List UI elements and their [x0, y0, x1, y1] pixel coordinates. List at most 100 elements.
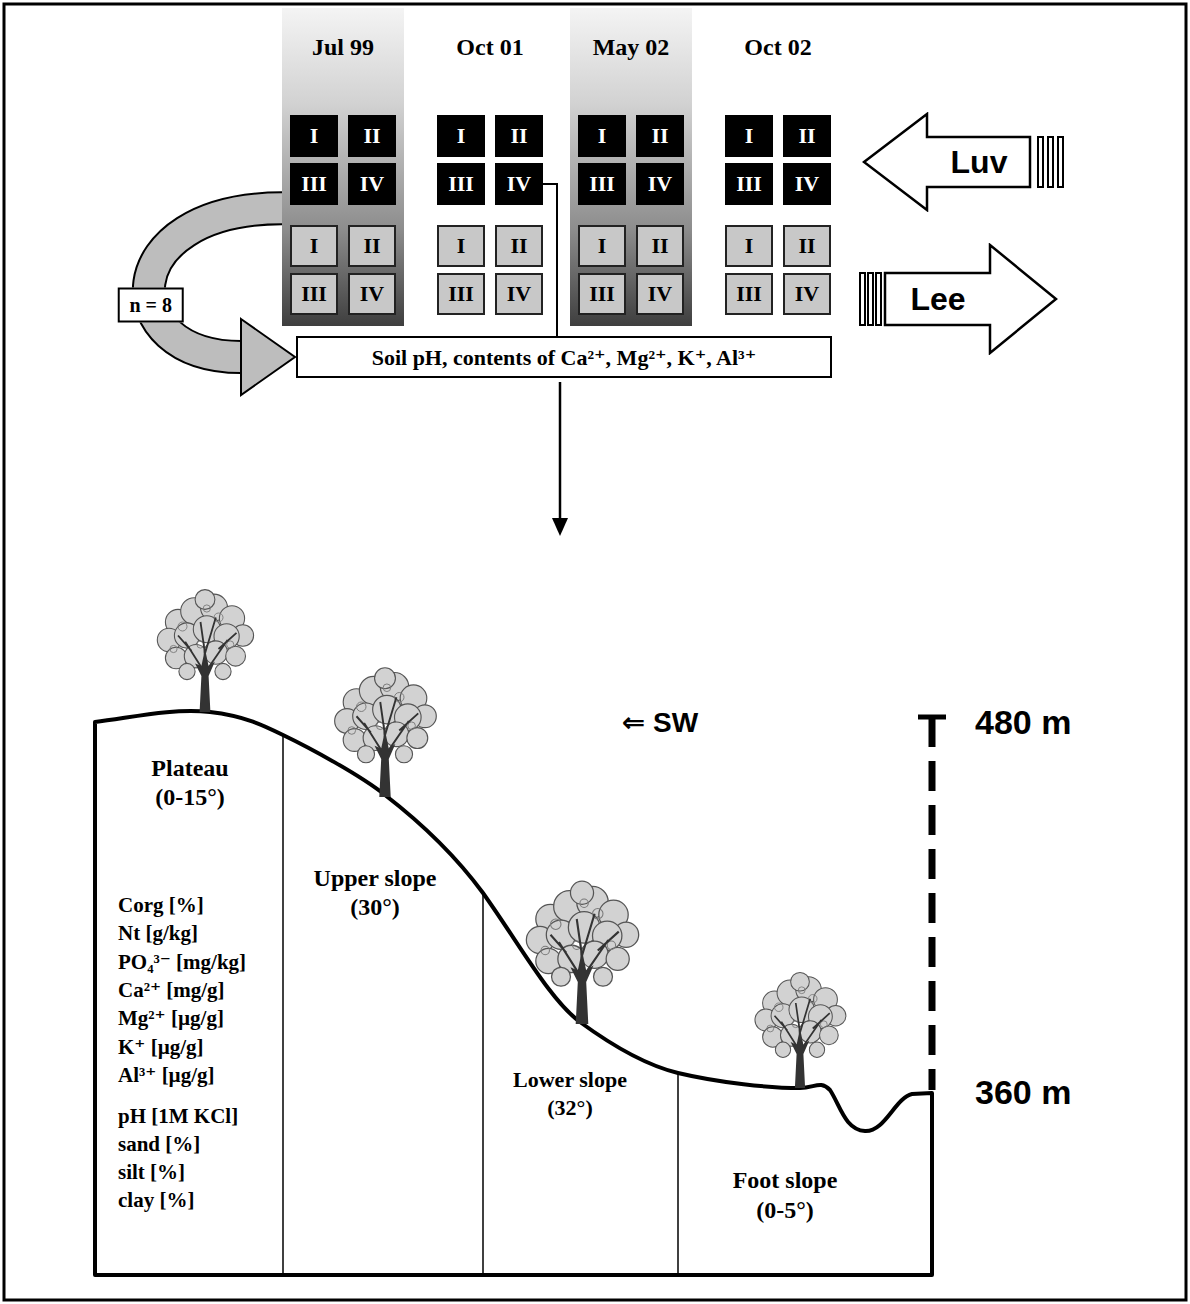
- leeward-plot-box: IV: [636, 273, 684, 315]
- parameter-item: sand [%]: [118, 1132, 200, 1157]
- plot-number: IV: [507, 171, 531, 197]
- windward-plot-box: IV: [783, 163, 831, 205]
- parameter-item: PO₄³⁻ [mg/kg]: [118, 949, 246, 975]
- leeward-plot-box: I: [578, 225, 626, 267]
- sampling-date-column: Oct 02IIIIIIIVIIIIIIIV: [717, 8, 839, 326]
- connector-line: [543, 184, 557, 336]
- leeward-plot-box: III: [437, 273, 485, 315]
- plot-number: I: [745, 123, 754, 149]
- windward-plot-box: III: [290, 163, 338, 205]
- sampling-date-column: Oct 01IIIIIIIVIIIIIIIV: [429, 8, 551, 326]
- parameter-item: Corg [%]: [118, 893, 204, 918]
- windward-plot-box: III: [437, 163, 485, 205]
- arrow-label: Luv: [951, 144, 1008, 181]
- windward-plot-box: I: [578, 115, 626, 157]
- parameter-item: silt [%]: [118, 1160, 185, 1185]
- windward-plot-box: IV: [636, 163, 684, 205]
- plot-number: III: [301, 171, 327, 197]
- leeward-plot-box: IV: [348, 273, 396, 315]
- leeward-plot-box: III: [290, 273, 338, 315]
- plot-number: IV: [360, 171, 384, 197]
- zone-heading: (30°): [350, 894, 400, 921]
- windward-plot-box: II: [495, 115, 543, 157]
- parameter-item: Al³⁺ [µg/g]: [118, 1062, 215, 1088]
- parameter-item: clay [%]: [118, 1188, 194, 1213]
- slope-zone: Upper slope(30°): [283, 700, 483, 1275]
- leeward-plot-box: III: [725, 273, 773, 315]
- sample-count-label: n = 8: [117, 287, 184, 322]
- zone-heading: Upper slope: [314, 865, 437, 892]
- leeward-plot-box: II: [348, 225, 396, 267]
- leeward-plot-box: IV: [495, 273, 543, 315]
- leeward-plot-box: IV: [783, 273, 831, 315]
- plot-number: IV: [360, 281, 384, 307]
- zone-heading: (0-15°): [155, 784, 225, 811]
- sampling-date-column: Jul 99IIIIIIIVIIIIIIIV: [282, 8, 404, 326]
- plot-number: II: [363, 233, 380, 259]
- leeward-plot-box: II: [495, 225, 543, 267]
- windward-plot-box: II: [783, 115, 831, 157]
- zone-heading: Lower slope: [513, 1067, 627, 1093]
- plot-number: I: [598, 233, 607, 259]
- plot-number: III: [301, 281, 327, 307]
- windward-plot-box: I: [437, 115, 485, 157]
- sampling-date-column: May 02IIIIIIIVIIIIIIIV: [570, 8, 692, 326]
- leeward-plot-box: I: [725, 225, 773, 267]
- zone-heading: Plateau: [151, 755, 228, 782]
- windward-plot-box: IV: [348, 163, 396, 205]
- plot-number: II: [798, 123, 815, 149]
- plot-number: IV: [648, 171, 672, 197]
- plot-number: I: [745, 233, 754, 259]
- plot-number: III: [736, 171, 762, 197]
- plot-number: II: [510, 123, 527, 149]
- parameter-item: Nt [g/kg]: [118, 921, 198, 946]
- parameter-item: pH [1M KCl]: [118, 1104, 238, 1129]
- windward-plot-box: IV: [495, 163, 543, 205]
- slope-zone: Lower slope(32°): [483, 700, 678, 1275]
- plot-number: IV: [648, 281, 672, 307]
- plot-number: III: [589, 171, 615, 197]
- plot-number: II: [363, 123, 380, 149]
- windward-plot-box: II: [636, 115, 684, 157]
- plot-number: III: [448, 281, 474, 307]
- plot-number: I: [310, 123, 319, 149]
- plot-number: III: [448, 171, 474, 197]
- windward-plot-box: III: [725, 163, 773, 205]
- windward-plot-box: II: [348, 115, 396, 157]
- slope-zone: Foot slope (0-5°): [678, 700, 932, 1275]
- parameter-item: Mg²⁺ [µg/g]: [118, 1005, 224, 1031]
- slope-zone: Plateau(0-15°) Corg [%] Nt [g/kg] PO₄³⁻ [mg…: [95, 700, 283, 1275]
- date-header: Jul 99: [282, 34, 404, 61]
- arrow-label: Lee: [910, 281, 965, 318]
- plot-number: II: [510, 233, 527, 259]
- plot-number: I: [457, 123, 466, 149]
- wind-direction-label: ⇐ SW: [622, 706, 698, 739]
- leeward-plot-box: I: [290, 225, 338, 267]
- parameter-item: K⁺ [µg/g]: [118, 1034, 204, 1060]
- leeward-plot-box: I: [437, 225, 485, 267]
- plot-number: IV: [795, 281, 819, 307]
- date-header: May 02: [570, 34, 692, 61]
- windward-plot-box: III: [578, 163, 626, 205]
- windward-plot-box: I: [725, 115, 773, 157]
- plot-number: IV: [795, 171, 819, 197]
- wind-side-arrow: Lee: [858, 243, 1058, 355]
- plot-number: III: [589, 281, 615, 307]
- plot-number: I: [598, 123, 607, 149]
- plot-number: II: [651, 233, 668, 259]
- wind-side-arrow: Luv: [862, 112, 1067, 212]
- parameter-item: Ca²⁺ [mg/g]: [118, 977, 225, 1003]
- plot-number: II: [651, 123, 668, 149]
- soil-parameter-box: Soil pH, contents of Ca²⁺, Mg²⁺, K⁺, Al³…: [296, 336, 832, 378]
- leeward-plot-box: II: [783, 225, 831, 267]
- zone-heading: (32°): [547, 1095, 592, 1121]
- windward-plot-box: I: [290, 115, 338, 157]
- zone-heading: Foot slope: [733, 1167, 838, 1194]
- plot-number: IV: [507, 281, 531, 307]
- box-text: Soil pH, contents of Ca²⁺, Mg²⁺, K⁺, Al³…: [372, 344, 757, 371]
- leeward-plot-box: III: [578, 273, 626, 315]
- plot-number: III: [736, 281, 762, 307]
- date-header: Oct 01: [429, 34, 551, 61]
- zone-heading: (0-5°): [756, 1197, 814, 1224]
